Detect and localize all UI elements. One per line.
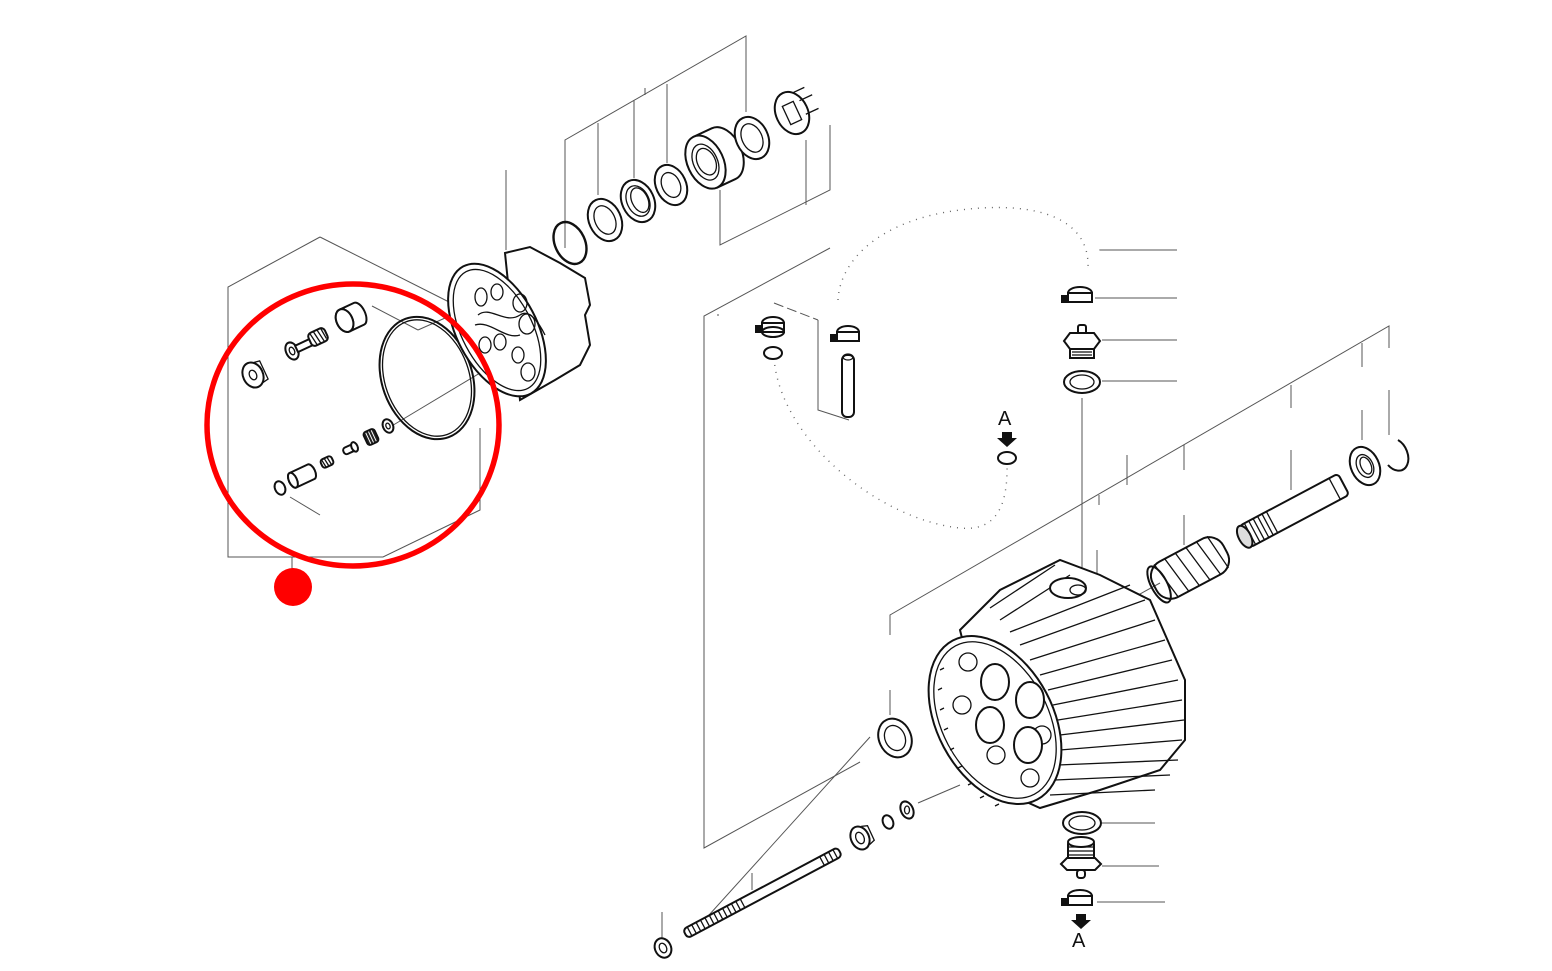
hose-clamp-1 (755, 316, 785, 338)
valve-cage (286, 463, 318, 489)
hose-clamp-2 (830, 325, 860, 342)
circlip (1387, 439, 1410, 472)
manifold[interactable] (428, 245, 592, 412)
small-o-ring (273, 480, 287, 496)
piston (1235, 473, 1349, 549)
highlight-circle (204, 281, 502, 569)
fittings[interactable] (1059, 324, 1103, 879)
nut (653, 937, 673, 959)
connector-label-a-bottom: A (1072, 930, 1086, 952)
highlight-marker-dot (274, 568, 312, 606)
valve-ring (381, 418, 395, 434)
valve-poppet (284, 337, 314, 361)
arrow-down-icon-bottom (1071, 914, 1091, 929)
small-spring (319, 455, 335, 469)
seal-stack[interactable] (547, 82, 825, 269)
valve-cap (334, 301, 368, 333)
valve-seat-washer (241, 360, 269, 389)
valve-pin (342, 441, 359, 456)
fasteners[interactable] (652, 822, 876, 960)
leader-lines (227, 35, 1390, 940)
finned-cylinder-housing[interactable] (902, 558, 1186, 827)
piston-seal (1348, 445, 1382, 487)
piston-assembly[interactable] (872, 439, 1410, 830)
hose-clamp-3 (1061, 286, 1093, 303)
red-highlight-annotation (204, 281, 502, 606)
drain-fitting (1059, 836, 1103, 879)
bushing (773, 86, 819, 136)
piston-spring (1146, 535, 1231, 604)
connector-label-a-top: A (998, 408, 1012, 430)
bleed-plug (1062, 324, 1102, 359)
valve-spring (307, 327, 329, 347)
washer (849, 824, 876, 851)
arrow-down-icon-top (997, 432, 1017, 447)
small-o-rings (881, 800, 915, 830)
shaft-seal (877, 717, 913, 759)
valve-kit-group[interactable] (238, 300, 490, 496)
valve-insert (362, 428, 380, 446)
hose-clamp-4 (1061, 889, 1093, 906)
sealing-washer-bottom (1062, 811, 1102, 835)
tie-rod (683, 847, 842, 938)
hoses[interactable] (761, 194, 1101, 542)
hose-clamps[interactable] (755, 286, 1093, 906)
sealing-washer-top (1063, 370, 1101, 394)
